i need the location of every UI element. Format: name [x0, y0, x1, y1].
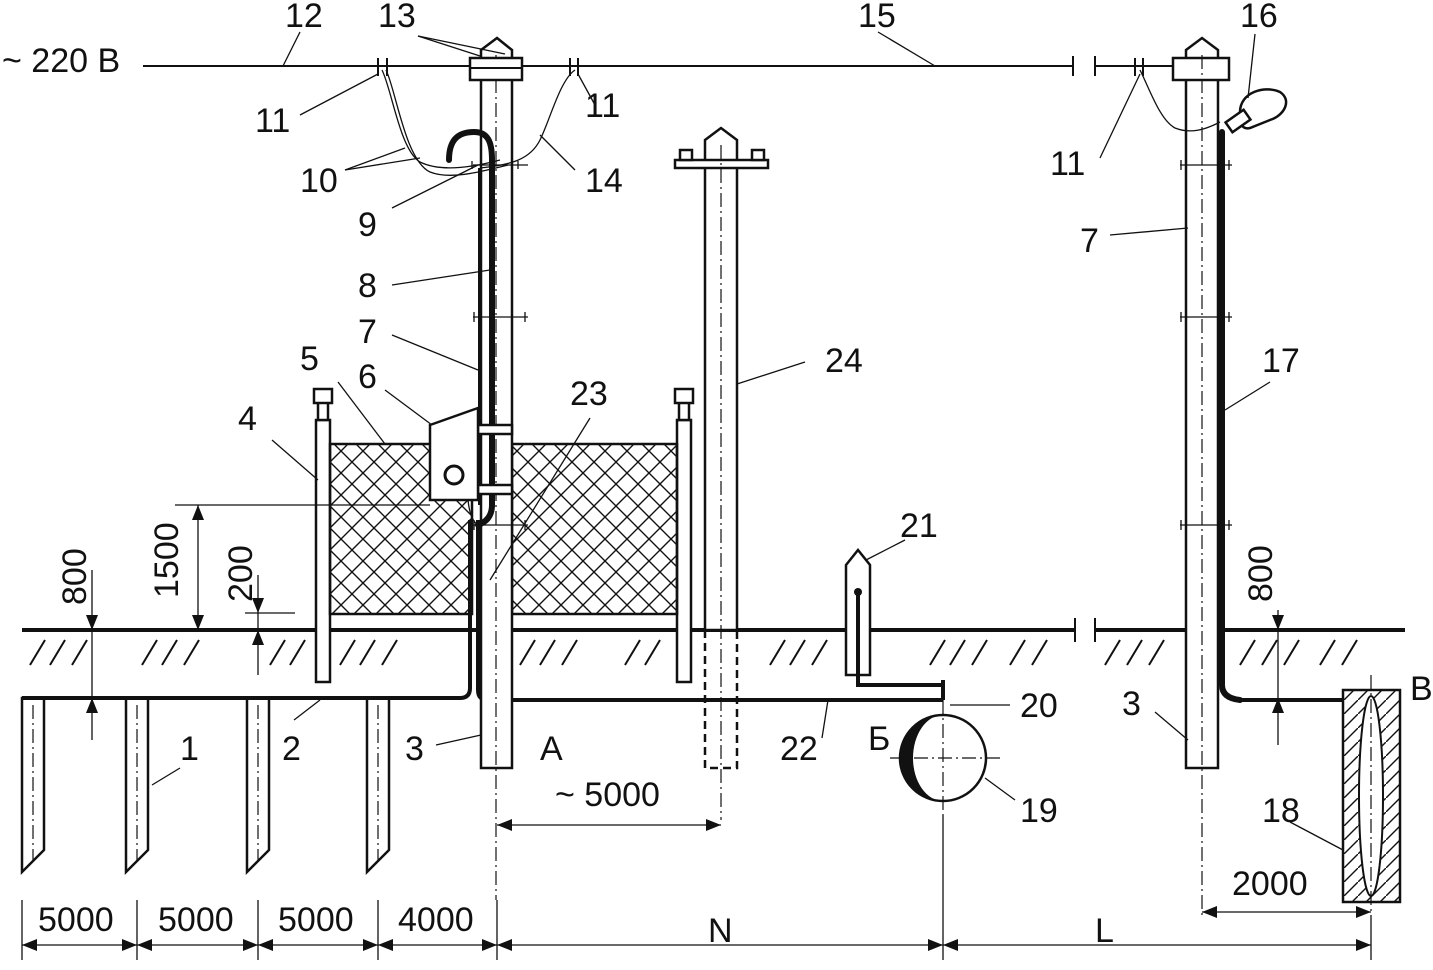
callout-11-right: 11	[1050, 145, 1085, 183]
callout-11-left: 11	[255, 102, 290, 140]
callout-15: 15	[858, 0, 896, 35]
callout-14: 14	[585, 162, 623, 200]
cables-pole-a	[381, 69, 576, 528]
callout-4: 4	[238, 400, 257, 438]
callout-5: 5	[300, 340, 319, 378]
callout-13: 13	[378, 0, 416, 35]
dim-bottom-l: L	[1095, 912, 1114, 950]
point-a: А	[540, 730, 563, 768]
dim-bottom-n: N	[708, 912, 733, 950]
callout-21: 21	[900, 507, 938, 545]
callout-17: 17	[1262, 342, 1300, 380]
dim-200: 200	[222, 545, 260, 602]
dim-800-left: 800	[56, 548, 94, 605]
callout-2: 2	[282, 730, 301, 768]
voltage-label: ~ 220 В	[2, 42, 120, 80]
callout-12: 12	[285, 0, 323, 35]
callout-11-middle: 11	[585, 87, 620, 125]
dim-5000-pole: ~ 5000	[555, 776, 660, 814]
overhead-line	[143, 56, 1180, 76]
dim-2000: 2000	[1232, 865, 1308, 903]
pole-right	[1131, 36, 1343, 915]
callout-8: 8	[358, 267, 377, 305]
dimension-texts: 800 1500 200 ~ 5000 800 2000 5000 5000 5…	[38, 522, 1308, 950]
callout-9: 9	[358, 206, 377, 244]
leader-lines	[151, 31, 1344, 851]
ground-electrodes	[20, 696, 391, 876]
pole-a	[468, 36, 528, 900]
callout-7-left: 7	[358, 313, 377, 351]
test-point	[844, 547, 1000, 815]
dim-1500: 1500	[148, 522, 186, 598]
dimension-lines	[21, 504, 1372, 960]
dim-bottom-1: 5000	[38, 901, 114, 939]
point-v: В	[1410, 670, 1433, 708]
ground-loop	[1341, 675, 1402, 915]
lamp	[1223, 88, 1288, 134]
dim-800-right: 800	[1242, 545, 1280, 602]
callout-19: 19	[1020, 792, 1058, 830]
point-letters: А Б В	[540, 670, 1433, 768]
callout-7-right: 7	[1080, 222, 1099, 260]
dim-bottom-2: 5000	[158, 901, 234, 939]
meter-box	[428, 406, 480, 526]
callout-22: 22	[780, 730, 818, 768]
dim-bottom-4: 4000	[398, 901, 474, 939]
callout-1: 1	[180, 730, 199, 768]
callout-16: 16	[1240, 0, 1278, 35]
callout-numbers: 1 2 3 3 4 5 6 7 7 8 9 10 11 11 11 12 13 …	[180, 0, 1300, 830]
pole-24	[673, 126, 770, 820]
callout-20: 20	[1020, 687, 1058, 725]
callout-23: 23	[570, 375, 608, 413]
point-b: Б	[868, 720, 890, 758]
callout-10: 10	[300, 162, 338, 200]
callout-18: 18	[1262, 792, 1300, 830]
callout-3-right: 3	[1122, 685, 1141, 723]
callout-24: 24	[825, 342, 863, 380]
callout-6: 6	[358, 358, 377, 396]
dim-bottom-3: 5000	[278, 901, 354, 939]
callout-3-left: 3	[405, 730, 424, 768]
